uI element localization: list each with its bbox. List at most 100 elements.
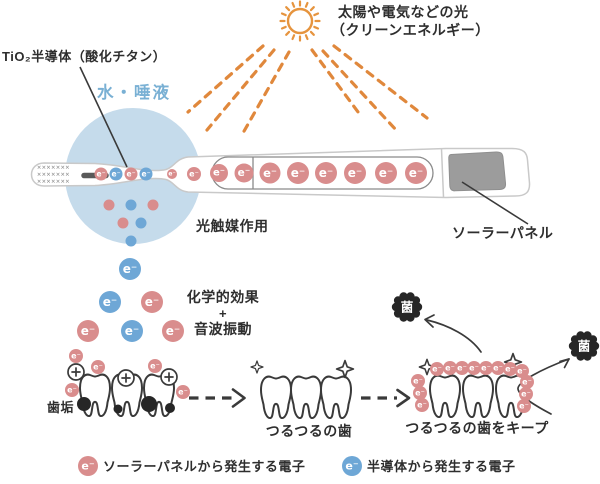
reaction-dots — [103, 199, 159, 247]
svg-text:e⁻: e⁻ — [178, 388, 188, 397]
transition-arrow — [361, 388, 411, 408]
svg-text:×××××××: ××××××× — [37, 178, 70, 186]
svg-text:e⁻: e⁻ — [345, 460, 358, 473]
light-source-sublabel: （クリーンエネルギー） — [331, 22, 490, 38]
light-source-label: 太陽や電気などの光 — [338, 4, 469, 20]
light-rays-icon — [186, 44, 429, 135]
svg-text:e⁻: e⁻ — [409, 166, 423, 180]
electron-blue: e⁻ — [139, 167, 153, 181]
svg-text:e⁻: e⁻ — [493, 364, 503, 373]
svg-text:e⁻: e⁻ — [189, 170, 199, 179]
positive-ion-icon — [117, 369, 135, 387]
legend-semiconductor-electron-icon: e⁻ — [342, 456, 362, 476]
solar-panel — [448, 151, 507, 192]
positive-ion-icon — [67, 363, 85, 381]
electron-pink: e⁻ — [491, 361, 505, 375]
electron-pink: e⁻ — [162, 320, 184, 342]
electron-pink: e⁻ — [415, 398, 429, 412]
svg-text:e⁻: e⁻ — [505, 365, 515, 374]
svg-text:e⁻: e⁻ — [291, 166, 305, 180]
sun-icon — [279, 0, 321, 42]
plaque-blob — [77, 397, 91, 411]
chemical-effect-label: 化学的効果 — [187, 289, 260, 305]
electron-pink: e⁻ — [259, 162, 281, 184]
electron-pink: e⁻ — [287, 162, 309, 184]
electron-pink: e⁻ — [517, 399, 531, 413]
brush-neck-electrons: e⁻ e⁻ e⁻ e⁻ e⁻ e⁻ — [94, 167, 201, 181]
svg-text:e⁻: e⁻ — [123, 262, 137, 276]
svg-text:e⁻: e⁻ — [67, 386, 77, 395]
electron-pink: e⁻ — [520, 375, 534, 389]
toothbrush-body — [30, 147, 531, 199]
semiconductor-label: TiO₂半導体（酸化チタン） — [2, 49, 166, 64]
handle-joint-line — [440, 148, 445, 198]
plus-label: + — [219, 306, 227, 321]
svg-text:e⁻: e⁻ — [417, 401, 427, 410]
legend-solar-electron-icon: e⁻ — [78, 456, 98, 476]
svg-text:e⁻: e⁻ — [519, 402, 529, 411]
svg-text:e⁻: e⁻ — [103, 295, 117, 309]
svg-text:e⁻: e⁻ — [457, 364, 467, 373]
electron-pink: e⁻ — [91, 360, 105, 374]
svg-text:e⁻: e⁻ — [517, 367, 527, 376]
bacteria-badge — [391, 292, 423, 322]
plaque-blob — [141, 396, 157, 412]
sparkle-icon — [335, 359, 355, 379]
svg-text:e⁻: e⁻ — [96, 170, 105, 179]
electron-pink: e⁻ — [430, 362, 444, 376]
solar-panel-label: ソーラーパネル — [452, 225, 553, 241]
svg-text:e⁻: e⁻ — [71, 352, 81, 361]
svg-text:e⁻: e⁻ — [145, 295, 159, 309]
electron-pink: e⁻ — [77, 320, 99, 342]
smooth-teeth-label: つるつるの歯 — [266, 423, 352, 439]
plaque-blob — [165, 403, 175, 413]
svg-text:e⁻: e⁻ — [348, 166, 362, 180]
svg-text:e⁻: e⁻ — [93, 363, 103, 372]
svg-text:e⁻: e⁻ — [415, 389, 425, 398]
electron-pink: e⁻ — [210, 164, 228, 182]
svg-text:e⁻: e⁻ — [150, 362, 160, 371]
electron-pink: e⁻ — [344, 162, 366, 184]
svg-text:e⁻: e⁻ — [469, 364, 479, 373]
plaque-teeth — [67, 363, 178, 418]
electron-pink: e⁻ — [503, 362, 517, 376]
legend-solar-electron-label: ソーラーパネルから発生する電子 — [103, 459, 305, 474]
transition-arrow — [189, 388, 246, 408]
electron-blue: e⁻ — [109, 167, 123, 181]
svg-text:e⁻: e⁻ — [141, 170, 150, 179]
semiconductor-pointer-line — [79, 66, 128, 168]
svg-text:e⁻: e⁻ — [263, 166, 277, 180]
svg-text:e⁻: e⁻ — [126, 170, 135, 179]
water-saliva-label: 水・唾液 — [97, 82, 171, 102]
svg-text:e⁻: e⁻ — [81, 324, 95, 338]
svg-text:e⁻: e⁻ — [522, 378, 532, 387]
electron-pink: e⁻ — [411, 374, 425, 388]
svg-text:e⁻: e⁻ — [125, 324, 139, 338]
electron-pink: e⁻ — [515, 364, 529, 378]
sonic-vibration-label: 音波振動 — [194, 321, 252, 337]
electron-pink: e⁻ — [405, 162, 427, 184]
electron-pink: e⁻ — [455, 361, 469, 375]
falling-electrons: e⁻ e⁻ e⁻ e⁻ e⁻ e⁻ — [77, 258, 184, 342]
electron-pink: e⁻ — [65, 383, 79, 397]
solar-panel-pointer-line — [461, 181, 529, 225]
svg-text:e⁻: e⁻ — [521, 390, 531, 399]
electron-pink: e⁻ — [176, 385, 190, 399]
svg-text:e⁻: e⁻ — [413, 377, 423, 386]
sparkle-icon — [250, 360, 264, 374]
svg-text:e⁻: e⁻ — [481, 364, 491, 373]
svg-text:e⁻: e⁻ — [432, 365, 442, 374]
bacteria-badge — [568, 331, 600, 361]
svg-text:e⁻: e⁻ — [238, 167, 251, 179]
electron-pink: e⁻ — [479, 361, 493, 375]
legend-semiconductor-electron-label: 半導体から発生する電子 — [367, 459, 516, 474]
svg-text:e⁻: e⁻ — [379, 166, 393, 180]
clean-teeth — [250, 359, 355, 420]
svg-text:e⁻: e⁻ — [81, 460, 94, 473]
electron-pink: e⁻ — [413, 386, 427, 400]
svg-text:e⁻: e⁻ — [168, 171, 175, 178]
electron-pink: e⁻ — [167, 169, 177, 179]
protection-electrons: e⁻ e⁻ e⁻ e⁻ e⁻ e⁻ e⁻ e⁻ e⁻ e⁻ e⁻ e⁻ e⁻ e… — [411, 361, 534, 413]
plaque-teeth-electrons: e⁻ e⁻ e⁻ e⁻ e⁻ — [65, 349, 190, 399]
